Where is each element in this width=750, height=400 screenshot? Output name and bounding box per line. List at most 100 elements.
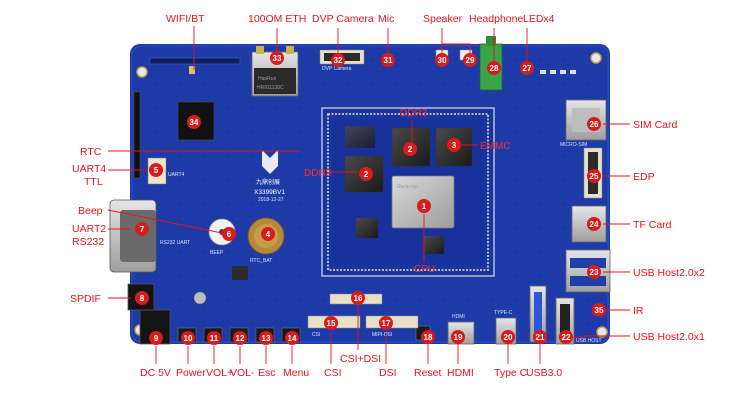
label-speaker: Speaker bbox=[423, 13, 463, 25]
silk-rs232: RS232 UART bbox=[160, 240, 190, 246]
svg-text:25: 25 bbox=[590, 172, 599, 181]
label-uart2-rs232: RS232 bbox=[72, 236, 104, 248]
led bbox=[540, 70, 546, 74]
marker-9: 9 bbox=[149, 331, 163, 345]
marker-32: 32 bbox=[331, 53, 345, 67]
capacitor bbox=[193, 291, 207, 305]
label-volm: VOL- bbox=[230, 367, 255, 379]
marker-4: 4 bbox=[261, 227, 275, 241]
marker-16: 16 bbox=[351, 291, 365, 305]
svg-text:8: 8 bbox=[140, 294, 145, 303]
marker-23: 23 bbox=[587, 265, 601, 279]
top-header bbox=[149, 57, 241, 65]
label-ir: IR bbox=[633, 305, 644, 317]
label-spdif: SPDIF bbox=[70, 293, 101, 305]
svg-text:17: 17 bbox=[382, 319, 391, 328]
svg-text:32: 32 bbox=[334, 56, 343, 65]
cpu-logo: Rockchip bbox=[397, 184, 418, 190]
marker-13: 13 bbox=[259, 331, 273, 345]
label-usb-host-x2: USB Host2.0x2 bbox=[633, 267, 705, 279]
label-dc5v: DC 5V bbox=[140, 367, 171, 379]
label-tf-card: TF Card bbox=[633, 219, 672, 231]
label-hdmi: HDMI bbox=[447, 367, 474, 379]
label-esc: Esc bbox=[258, 367, 276, 379]
label-typec: Type C bbox=[494, 367, 528, 379]
usb3-port-inner bbox=[534, 292, 542, 336]
inductor bbox=[232, 266, 248, 280]
marker-29: 29 bbox=[463, 53, 477, 67]
marker-34: 34 bbox=[187, 115, 201, 129]
som-ic bbox=[345, 126, 375, 148]
label-menu: Menu bbox=[283, 367, 309, 379]
label-reset: Reset bbox=[414, 367, 442, 379]
brand-logo bbox=[262, 150, 278, 174]
left-edge-connector bbox=[133, 91, 141, 179]
led bbox=[570, 70, 576, 74]
svg-text:23: 23 bbox=[590, 268, 599, 277]
marker-15: 15 bbox=[324, 316, 338, 330]
svg-text:2: 2 bbox=[364, 170, 369, 179]
svg-text:5: 5 bbox=[154, 166, 159, 175]
svg-text:15: 15 bbox=[327, 319, 336, 328]
ethernet-led bbox=[286, 46, 294, 54]
svg-text:1: 1 bbox=[422, 202, 427, 211]
label-uart4: UART4 bbox=[72, 163, 106, 175]
marker-26: 26 bbox=[587, 117, 601, 131]
mount-hole bbox=[596, 326, 608, 338]
marker-22: 22 bbox=[559, 330, 573, 344]
label-csi-dsi: CSI+DSI bbox=[340, 353, 381, 365]
label-rtc: RTC bbox=[80, 146, 102, 158]
svg-text:31: 31 bbox=[384, 56, 393, 65]
svg-text:28: 28 bbox=[490, 64, 499, 73]
led bbox=[560, 70, 566, 74]
silk-dvp: DVP Camera bbox=[322, 66, 352, 72]
mount-hole bbox=[136, 66, 148, 78]
marker-14: 14 bbox=[285, 331, 299, 345]
svg-text:21: 21 bbox=[536, 333, 545, 342]
marker-35: 35 bbox=[592, 303, 606, 317]
board-model: X3399BV1 bbox=[254, 189, 285, 196]
som-ic bbox=[356, 218, 378, 238]
svg-text:3: 3 bbox=[452, 141, 457, 150]
marker-8: 8 bbox=[135, 291, 149, 305]
label-volp: VOL+ bbox=[206, 367, 233, 379]
marker-19: 19 bbox=[451, 330, 465, 344]
label-sim-card: SIM Card bbox=[633, 119, 678, 131]
silk-dsi: MIPI-DSI bbox=[372, 332, 392, 338]
label-headphone: Headphone bbox=[469, 13, 523, 25]
label-uart4-ttl: TTL bbox=[84, 176, 103, 188]
ethernet-jack-body bbox=[254, 68, 296, 94]
label-ddr3-left: DDR3 bbox=[304, 168, 332, 179]
svg-text:2: 2 bbox=[408, 145, 413, 154]
marker-30: 30 bbox=[435, 53, 449, 67]
marker-18: 18 bbox=[421, 330, 435, 344]
label-usb-host-x1: USB Host2.0x1 bbox=[633, 331, 705, 343]
svg-text:6: 6 bbox=[227, 230, 232, 239]
usb-host-x1-inner bbox=[560, 304, 570, 338]
label-csi: CSI bbox=[324, 367, 342, 379]
board-brand: 九鼎创展 bbox=[256, 178, 280, 186]
silk-sim: MICRO-SIM bbox=[560, 142, 587, 148]
marker-2-top: 2 bbox=[403, 142, 417, 156]
label-uart2: UART2 bbox=[72, 223, 106, 235]
svg-text:30: 30 bbox=[438, 56, 447, 65]
svg-text:7: 7 bbox=[140, 225, 145, 234]
marker-7: 7 bbox=[135, 222, 149, 236]
label-dsi: DSI bbox=[379, 367, 397, 379]
mount-hole bbox=[590, 52, 602, 64]
marker-31: 31 bbox=[381, 53, 395, 67]
silk-csi: CSI bbox=[312, 332, 320, 338]
marker-3: 3 bbox=[447, 138, 461, 152]
ethernet-brand: HanRun bbox=[258, 76, 277, 82]
wifi-antenna-pad bbox=[189, 66, 195, 74]
label-beep: Beep bbox=[78, 205, 103, 217]
usb-host-x2-port bbox=[570, 258, 606, 268]
svg-text:20: 20 bbox=[504, 333, 513, 342]
silk-uart4: UART4 bbox=[168, 172, 185, 178]
headphone-jack-top bbox=[486, 36, 496, 46]
svg-text:10: 10 bbox=[184, 334, 193, 343]
svg-text:9: 9 bbox=[154, 334, 159, 343]
svg-text:26: 26 bbox=[590, 120, 599, 129]
marker-21: 21 bbox=[533, 330, 547, 344]
